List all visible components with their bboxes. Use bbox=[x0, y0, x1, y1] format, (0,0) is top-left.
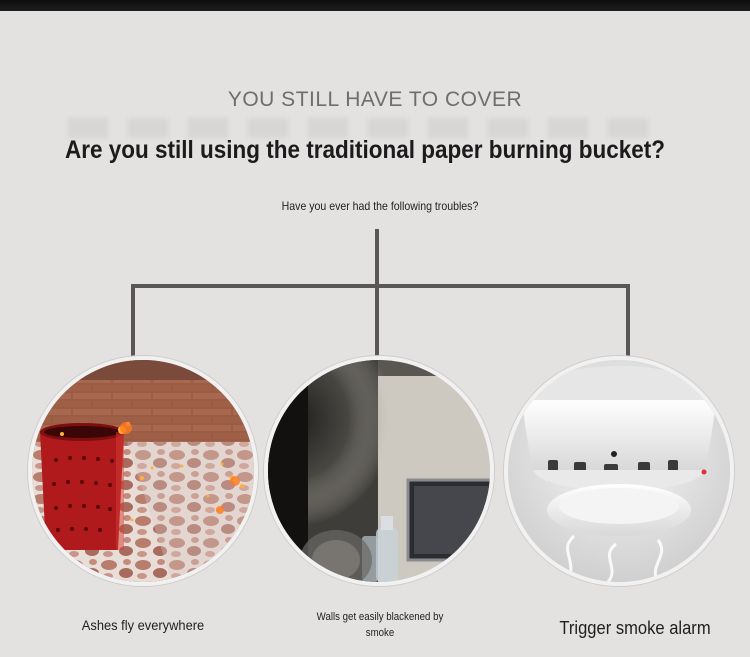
connector-middle-drop bbox=[375, 284, 379, 358]
connector-crossbar bbox=[131, 284, 630, 288]
top-banner-strip bbox=[0, 0, 750, 11]
blackened-wall-photo bbox=[264, 356, 494, 586]
connector-trunk bbox=[375, 229, 379, 289]
wall-illustration bbox=[268, 360, 490, 582]
connector-right-drop bbox=[626, 284, 630, 358]
smoke-alarm-photo bbox=[504, 356, 734, 586]
connector-left-drop bbox=[131, 284, 135, 358]
section-subhead: Have you ever had the following troubles… bbox=[281, 199, 479, 213]
headline-reflection bbox=[68, 118, 658, 138]
section-eyebrow: YOU STILL HAVE TO COVER bbox=[227, 88, 523, 111]
smoke-alarm-illustration bbox=[508, 360, 730, 582]
caption-smoke-alarm: Trigger smoke alarm bbox=[559, 618, 711, 638]
bucket-photo bbox=[28, 356, 258, 586]
caption-blackened-walls: Walls get easily blackened by smoke bbox=[316, 611, 444, 639]
page-headline: Are you still using the traditional pape… bbox=[64, 136, 666, 164]
caption-ashes: Ashes fly everywhere bbox=[81, 617, 205, 633]
bucket-illustration bbox=[32, 360, 254, 582]
